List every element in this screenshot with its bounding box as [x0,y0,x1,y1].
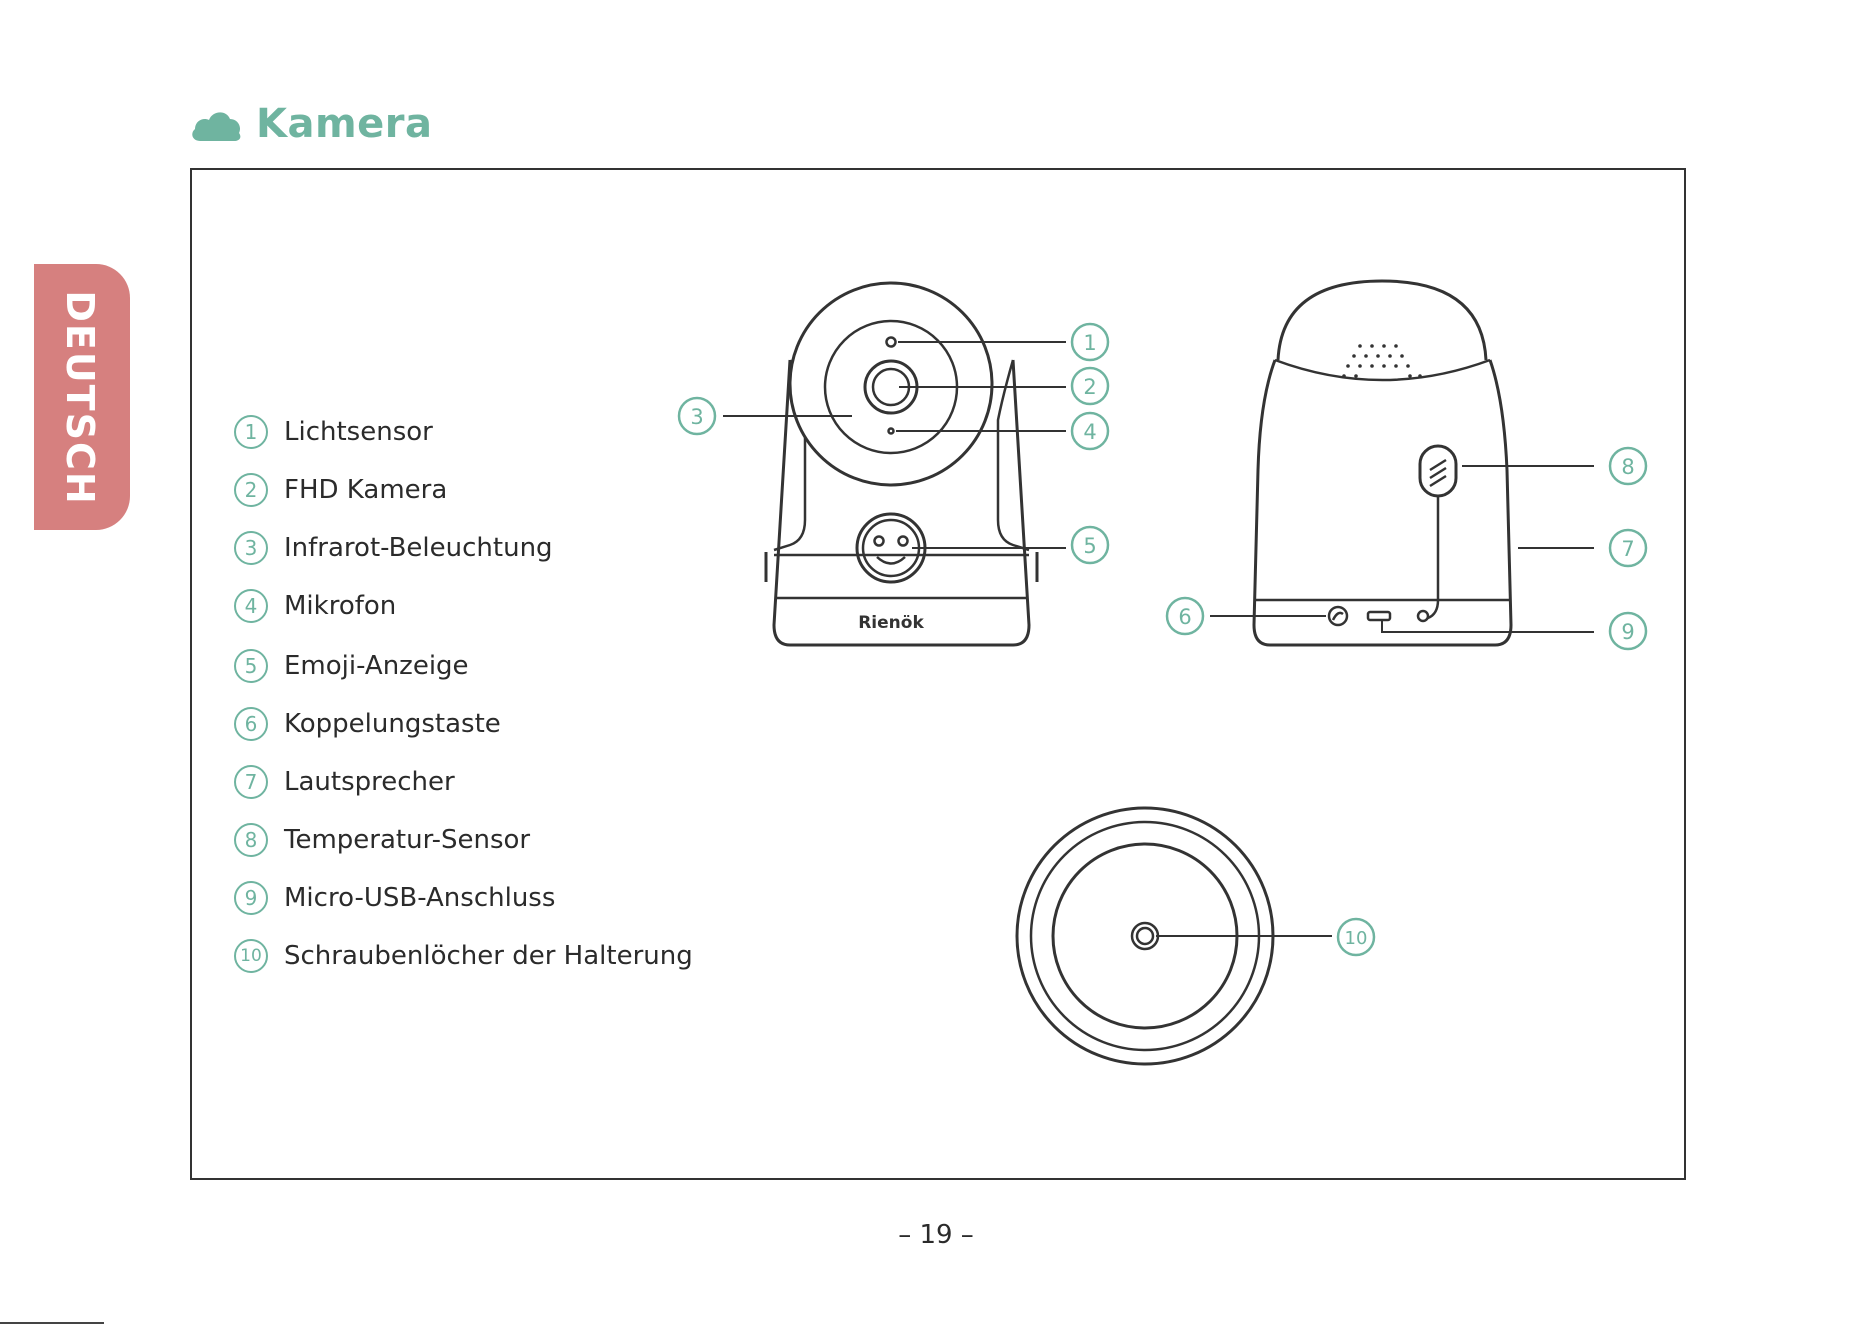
callout-number: 8 [1621,455,1634,479]
callout-number: 4 [1083,420,1096,444]
callout-number: 3 [690,405,703,429]
page-number: – 19 – [0,1220,1872,1250]
callout-number: 10 [1345,928,1368,949]
callout-number: 6 [1178,605,1191,629]
callout-number: 5 [1083,534,1096,558]
callout-number: 1 [1083,331,1096,355]
callout-number: 9 [1621,620,1634,644]
camera-front-view [766,283,1037,645]
brand-logo: Rienök [858,613,924,633]
camera-back-view [1254,281,1511,645]
callout-number: 7 [1621,537,1634,561]
speaker-grille [1342,344,1422,378]
callout-number: 2 [1083,375,1096,399]
